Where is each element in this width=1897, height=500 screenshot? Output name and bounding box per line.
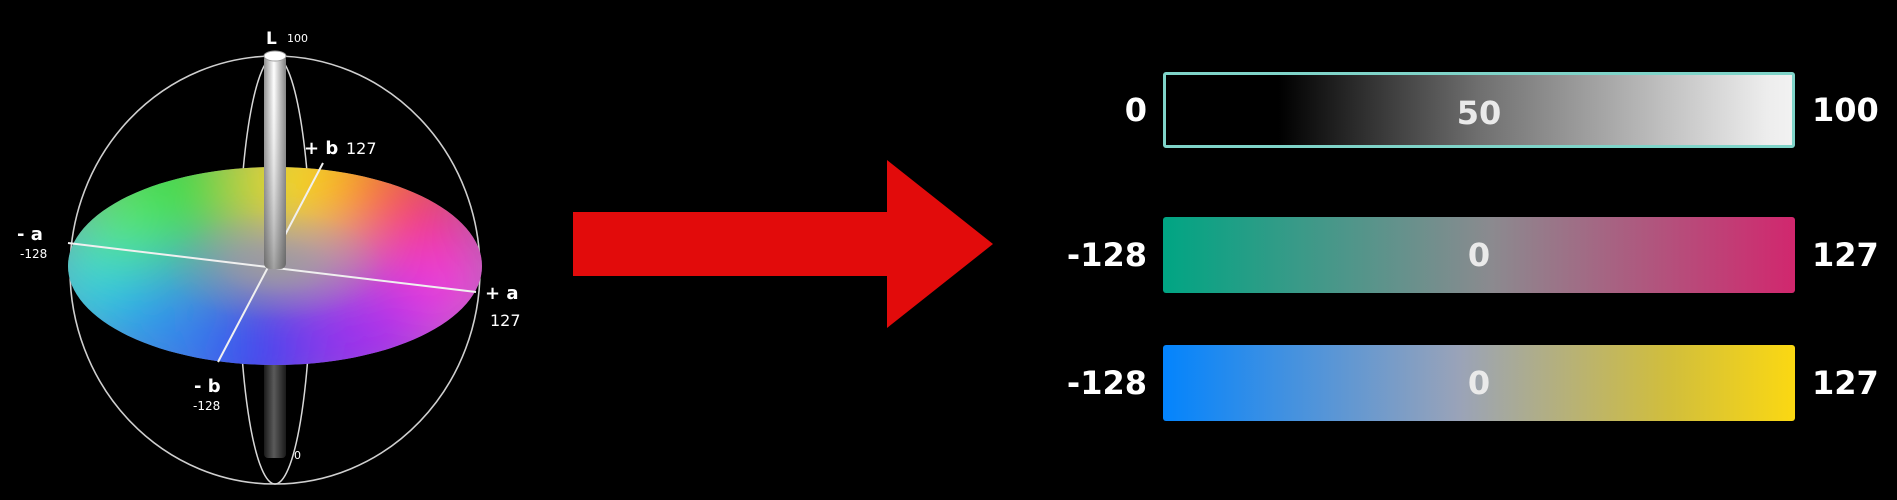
- l-top-value: 100: [287, 32, 308, 45]
- lightness-gradient-bar: 50: [1163, 72, 1795, 148]
- a-channel-min: -128: [1066, 236, 1147, 274]
- right-arrow-icon: [573, 160, 993, 328]
- l-axis-cap: [263, 50, 287, 62]
- plus-b-label: + b: [304, 138, 338, 159]
- lightness-min: 0: [1124, 91, 1147, 129]
- b-channel-mid: 0: [1467, 364, 1491, 402]
- a-channel-scale: -128 0 127: [0, 215, 1897, 295]
- minus-a-value: -128: [20, 247, 47, 261]
- b-channel-max: 127: [1812, 364, 1879, 402]
- minus-b-value: -128: [193, 399, 220, 413]
- lightness-max: 100: [1812, 91, 1879, 129]
- b-channel-gradient-bar: 0: [1163, 345, 1795, 421]
- a-channel-max: 127: [1812, 236, 1879, 274]
- b-channel-min: -128: [1066, 364, 1147, 402]
- plus-a-value: 127: [490, 311, 521, 330]
- l-axis-label: L: [266, 29, 277, 49]
- plus-a-label: + a: [485, 283, 519, 304]
- a-channel-gradient-bar: 0: [1163, 217, 1795, 293]
- l-bottom-value: 0: [294, 449, 301, 462]
- plus-b-value: 127: [346, 139, 377, 158]
- lightness-mid: 50: [1456, 94, 1502, 132]
- minus-b-label: - b: [194, 376, 221, 397]
- lightness-scale: 0 50 100: [0, 70, 1897, 150]
- a-channel-mid: 0: [1467, 236, 1491, 274]
- minus-a-label: - a: [17, 224, 43, 245]
- b-channel-scale: -128 0 127: [0, 343, 1897, 423]
